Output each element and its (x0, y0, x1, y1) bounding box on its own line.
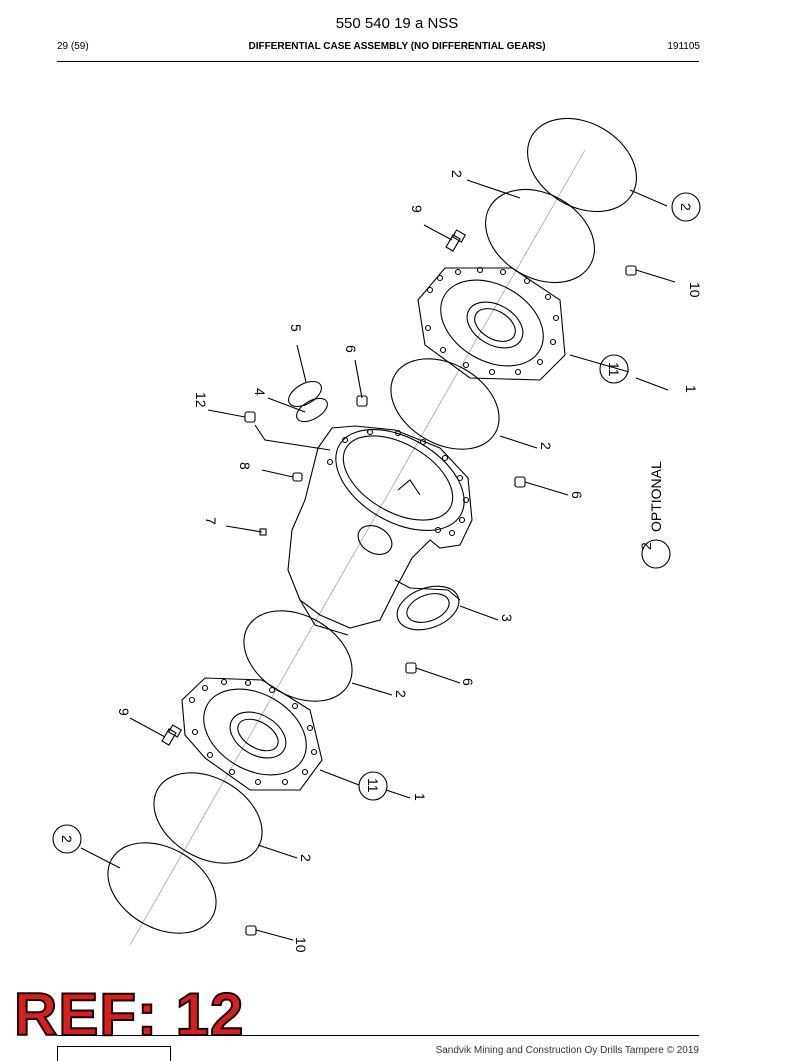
label-9-a: 9 (409, 205, 425, 213)
legend-number: 2 (638, 542, 654, 550)
leader-6-b (524, 481, 569, 496)
document-code: 191105 (667, 41, 700, 52)
label-6-b: 6 (569, 491, 585, 499)
brand-logo (57, 1046, 171, 1061)
leader-2-d (351, 682, 393, 696)
differential-housing (287, 425, 473, 636)
plug-10-top (625, 265, 637, 276)
leader-4 (267, 397, 306, 413)
seal-ring-bottom-inner (153, 772, 263, 864)
screw-9-bottom (161, 724, 183, 746)
label-9-b: 9 (116, 708, 132, 716)
leader-12-b (254, 424, 331, 451)
center-axis-line (129, 149, 586, 946)
leader-7 (225, 525, 263, 533)
seal-ring-lower (243, 610, 353, 702)
leader-1-b (385, 789, 411, 799)
footer-rule (57, 1035, 699, 1036)
leader-11-a (569, 354, 630, 373)
callout-circle-11-top (599, 354, 629, 384)
o-ring-4 (296, 397, 328, 423)
leader-8 (261, 469, 294, 478)
label-10-a: 10 (687, 282, 703, 298)
leader-9-b (129, 717, 166, 738)
label-2-circle-a: 2 (678, 203, 694, 211)
footer-copyright: Sandvik Mining and Construction Oy Drill… (435, 1045, 699, 1056)
document-number: 550 540 19 a NSS (335, 15, 459, 32)
label-5: 5 (288, 324, 304, 332)
label-12: 12 (193, 392, 209, 408)
flange-cover-top (417, 266, 566, 381)
callout-circle-2-bottom (52, 824, 82, 854)
plug-6-lower (405, 662, 417, 674)
callout-circle-2-legend (641, 539, 671, 569)
screw-9-top (445, 229, 467, 252)
label-6-a: 6 (343, 345, 359, 353)
leader-9-a (423, 224, 453, 241)
page-title: DIFFERENTIAL CASE ASSEMBLY (NO DIFFERENT… (248, 41, 546, 52)
label-4: 4 (252, 388, 268, 396)
leader-5 (296, 344, 307, 383)
nipple-8 (292, 472, 303, 482)
leader-12 (207, 409, 246, 418)
plug-6-right (514, 476, 526, 488)
leader-10-a (635, 269, 676, 283)
flange-cover-bottom (181, 677, 323, 791)
label-11-a: 11 (606, 362, 622, 377)
callout-circle-11-bottom (358, 771, 388, 801)
legend-text: OPTIONAL (648, 461, 664, 532)
callout-circle-2-top (671, 192, 701, 222)
leader-2-a (466, 179, 521, 199)
label-1-b: 1 (412, 793, 428, 801)
seal-ring-bottom-outer (107, 842, 217, 934)
label-2-d: 2 (393, 690, 409, 698)
plug-10-bottom (245, 925, 257, 936)
label-2-f: 2 (298, 854, 314, 862)
ref-label-overlay: REF: 12 (13, 980, 245, 1049)
leader-2-e (80, 847, 121, 869)
leader-11-b (319, 769, 360, 786)
leader-3 (459, 605, 499, 621)
label-2-c: 2 (538, 442, 554, 450)
leader-2-c (499, 435, 538, 449)
label-11-b: 11 (365, 778, 381, 793)
label-10-b: 10 (293, 937, 309, 953)
page-number: 29 (59) (57, 41, 89, 52)
o-ring-5 (288, 380, 322, 408)
leader-6-c (415, 667, 461, 684)
leader-1-a (635, 377, 669, 391)
leader-2-f (257, 844, 298, 859)
label-2-a: 2 (449, 170, 465, 178)
plug-12 (244, 411, 256, 423)
label-1-a: 1 (683, 385, 699, 393)
label-2-circle-b: 2 (59, 835, 75, 843)
header-rule (57, 61, 699, 62)
seal-ring-top-outer (527, 117, 637, 213)
label-3: 3 (499, 614, 515, 622)
leader-10-b (255, 929, 294, 941)
label-6-c: 6 (460, 678, 476, 686)
label-7: 7 (203, 517, 219, 525)
leader-2-b (629, 189, 668, 207)
seal-ring-middle (390, 358, 500, 450)
leader-6-a (354, 359, 363, 399)
label-8: 8 (237, 462, 253, 470)
